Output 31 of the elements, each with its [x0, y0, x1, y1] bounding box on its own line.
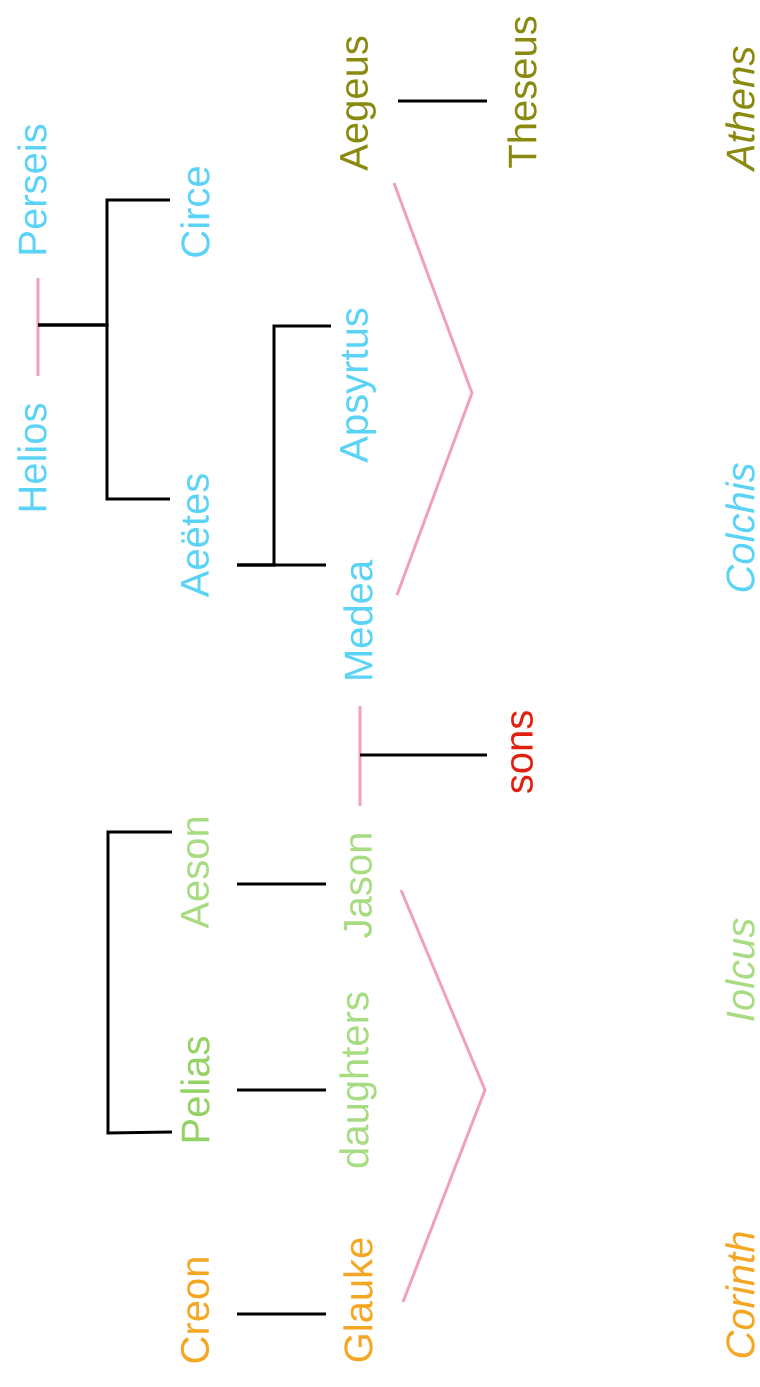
name-label: Medea [343, 559, 373, 679]
name-label: Aegeus [340, 36, 376, 171]
place-label: Colchis [725, 463, 755, 592]
name-label: daughters [339, 992, 377, 1168]
family-line [237, 1088, 326, 1092]
family-line [237, 324, 331, 567]
family-line [237, 1312, 326, 1316]
marriage-line [358, 706, 362, 806]
place-label: Iolcus [725, 918, 755, 1021]
name-label: Apsyrtus [340, 308, 376, 463]
marriage-line [399, 889, 487, 1303]
name-label: Jason [344, 834, 372, 938]
family-line [237, 882, 326, 886]
name-label: Creon [180, 1258, 210, 1363]
place-label: Corinth [725, 1232, 755, 1358]
name-label: Aeson [181, 817, 209, 929]
name-label: Circe [180, 167, 210, 257]
name-label: Aeëtes [181, 474, 209, 598]
name-label: sons [511, 711, 533, 794]
family-line [398, 99, 487, 103]
name-label: Glauke [343, 1238, 373, 1362]
place-label: Athens [725, 46, 755, 173]
family-line [360, 753, 487, 757]
family-line [106, 830, 173, 1135]
name-label: Theseus [507, 16, 537, 168]
family-line [38, 323, 170, 501]
name-label: Helios [17, 403, 47, 511]
name-label: Perseis [17, 124, 47, 254]
name-label: Pelias [180, 1037, 210, 1142]
marriage-line [392, 182, 474, 596]
marriage-line [36, 278, 40, 376]
